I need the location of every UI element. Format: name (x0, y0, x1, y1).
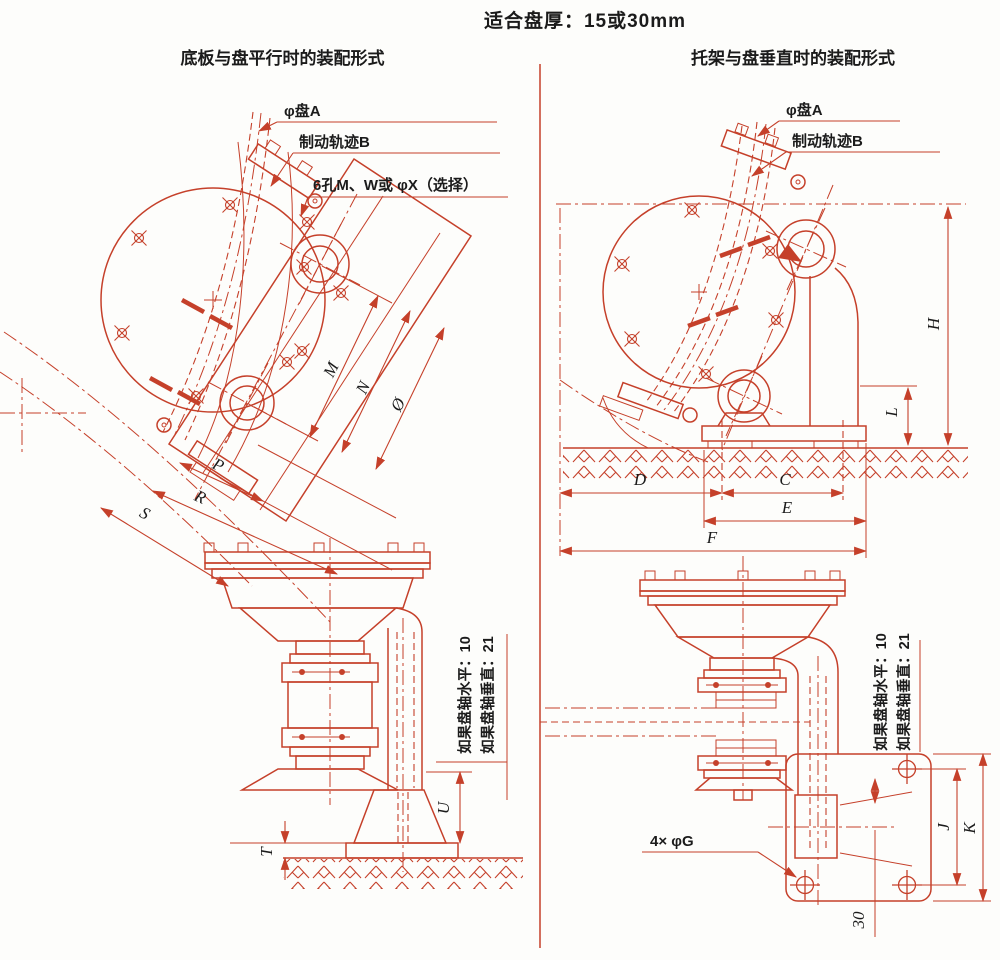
support-arm (772, 637, 838, 908)
dimension-group-prs: P R S (100, 454, 338, 587)
dim-label-l: L (882, 407, 901, 417)
callout-disc-diameter: φ盘A (284, 102, 321, 120)
bolt-holes-callout: 4× φG (642, 833, 797, 878)
top-bracket (721, 121, 794, 170)
right-view-heading: 托架与盘垂直时的装配形式 (691, 49, 895, 68)
axis-orientation-note: 如果盘轴水平：10 如果盘轴垂直：21 (436, 634, 507, 800)
left-view-heading: 底板与盘平行时的装配形式 (180, 49, 385, 68)
dim-label-30: 30 (849, 911, 868, 930)
pin-ring-icon (157, 418, 171, 432)
plate-hole-icon (293, 342, 311, 360)
note-horizontal-axis: 如果盘轴水平：10 (872, 633, 890, 751)
support-arm (388, 608, 422, 790)
pedestal-foot (346, 790, 458, 858)
callout-bolt-holes: 4× φG (650, 833, 694, 850)
page-title: 适合盘厚：15或30mm (483, 11, 687, 32)
right-assembly-view: H L D C E F φ盘A (556, 101, 968, 558)
disc-hole-icon (767, 311, 785, 329)
right-callouts: φ盘A 制动轨迹B (751, 101, 940, 177)
dim-label-m: M (319, 358, 343, 381)
dim-label-c: C (779, 470, 791, 489)
note-vertical-axis: 如果盘轴垂直：21 (895, 633, 913, 751)
pin-ring-icon (683, 408, 697, 422)
dim-label-f: F (706, 528, 718, 547)
dimension-group-jk: J K (920, 752, 991, 903)
disc-hole-icon (113, 324, 131, 342)
left-callouts: φ盘A 制动轨迹B 6孔M、W或 φX（选择） (258, 102, 508, 218)
dim-label-u: U (434, 800, 453, 814)
disc-hole-icon (130, 229, 148, 247)
bottom-bracket (600, 378, 684, 433)
dim-label-j: J (934, 822, 953, 831)
dim-label-e: E (781, 498, 793, 517)
disc-outline (603, 196, 795, 388)
callout-holes-option: 6孔M、W或 φX（选择） (313, 176, 478, 194)
caliper-axis-centerline (195, 194, 357, 499)
dimension-group-dcef: D C E F (558, 208, 868, 558)
caliper-top-flange (204, 543, 430, 608)
caliper-clamp (240, 608, 398, 790)
upper-boss (766, 208, 846, 290)
callout-disc-diameter: φ盘A (786, 101, 823, 119)
caliper-axis-centerline (722, 185, 833, 450)
mounting-plate (768, 754, 931, 901)
dimension-group-mno: M N Ø (310, 295, 444, 470)
left-assembly-view: M N Ø P R S φ盘A 制动轨迹B 6孔M、W或 (0, 102, 508, 622)
dim-label-h: H (924, 316, 943, 331)
disc-edge-lines (540, 708, 810, 736)
disc-hole-icon (221, 196, 239, 214)
pin-ring-icon (308, 194, 322, 208)
disc-hole-icon (278, 353, 296, 371)
mounting-hole-icon (789, 869, 821, 901)
note-horizontal-axis: 如果盘轴水平：10 (456, 636, 474, 754)
lower-boss (208, 363, 286, 443)
disc-hole-icon (761, 242, 779, 260)
dim-label-k: K (960, 821, 979, 835)
pin-ring-icon (791, 175, 805, 189)
dim-label-s: S (136, 503, 153, 524)
mounting-hole-icon (891, 869, 923, 901)
disc-hole-icon (683, 201, 701, 219)
dim-label-r: R (191, 486, 210, 508)
right-side-view: 30 J K 4× φG 如果盘轴水平：10 (540, 556, 991, 937)
disc-hole-icon (623, 330, 641, 348)
dim-label-t: T (257, 846, 276, 857)
ground-hatch (563, 449, 968, 479)
note-vertical-axis: 如果盘轴垂直：21 (479, 636, 497, 754)
left-side-view: T U 如果盘轴水平：10 如果盘轴垂直：21 (204, 538, 523, 889)
disc-hole-icon (613, 255, 631, 273)
dim-label-o: Ø (386, 394, 409, 415)
callout-brake-track: 制动轨迹B (299, 133, 370, 151)
dim-label-d: D (633, 470, 647, 489)
disc-hole-icon (697, 365, 715, 383)
dim-label-n: N (352, 377, 375, 398)
support-bracket (702, 268, 866, 455)
lower-boss (706, 356, 782, 436)
axis-orientation-note: 如果盘轴水平：10 如果盘轴垂直：21 (872, 633, 920, 752)
callout-brake-track: 制动轨迹B (792, 132, 863, 150)
mounting-hole-icon (891, 753, 923, 785)
ground-hatch (283, 859, 523, 889)
